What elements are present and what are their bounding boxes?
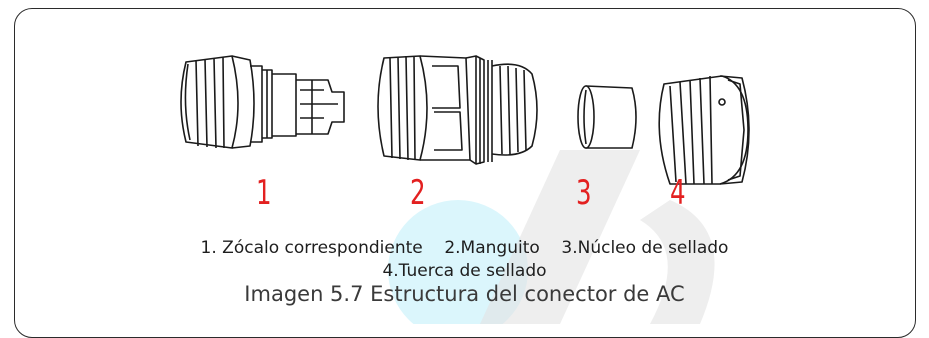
parts-legend-line-1: 1. Zócalo correspondiente 2.Manguito 3.N…: [200, 238, 729, 258]
socket-icon: [180, 55, 345, 149]
parts-legend-line-2: 4.Tuerca de sellado: [382, 261, 547, 281]
part-number-4: 4: [670, 173, 686, 213]
sealing-core-icon: [577, 85, 637, 149]
part-number-1: 1: [256, 173, 272, 213]
sleeve-icon: [377, 55, 538, 165]
sealing-nut-icon: [658, 75, 750, 185]
part-number-2: 2: [410, 173, 426, 213]
figure-caption: Imagen 5.7 Estructura del conector de AC: [244, 282, 685, 306]
part-number-3: 3: [576, 173, 592, 213]
watermark-logo: [388, 150, 715, 324]
